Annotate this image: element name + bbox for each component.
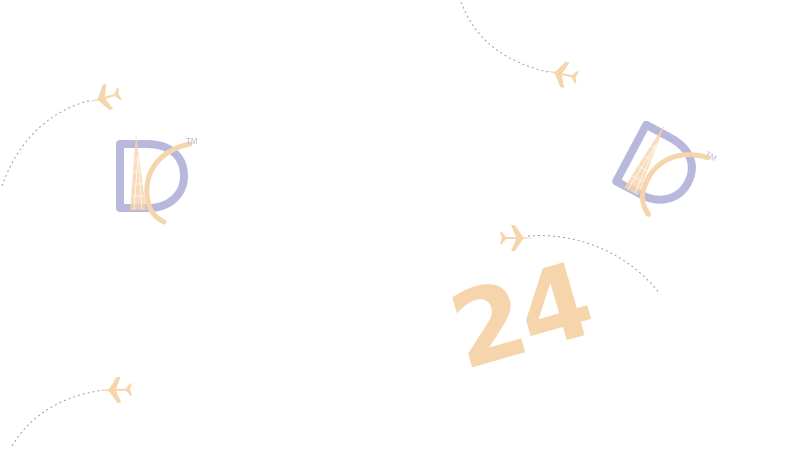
airplane-icon [497,218,537,258]
trademark-label: TM [704,150,719,164]
airplane-icon [537,50,584,97]
trademark-label: TM [186,137,198,146]
flight-path-top-center [460,1,549,73]
dq-logo-left: TM [98,126,208,236]
dq-logo-right: TM [584,99,733,248]
flight-path-left-top [1,99,93,187]
flight-path-right-middle [527,235,661,295]
airplane-icon [80,74,129,123]
airplane-icon [94,369,135,410]
flight-path-bottom-left [11,389,105,447]
